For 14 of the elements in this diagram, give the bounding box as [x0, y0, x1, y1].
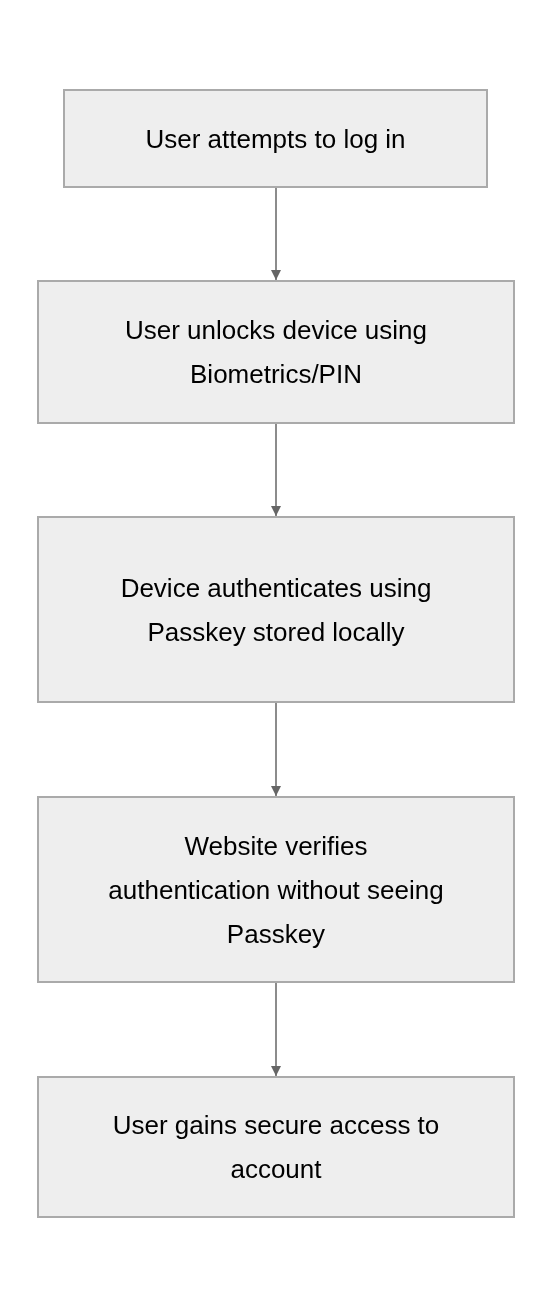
step-text: User unlocks device using Biometrics/PIN — [123, 314, 428, 391]
arrow — [271, 702, 281, 797]
process-box — [37, 796, 515, 983]
process-box — [37, 280, 515, 424]
arrow — [271, 423, 281, 517]
step-text: User attempts to log in — [145, 122, 406, 156]
arrow — [271, 982, 281, 1077]
process-box — [37, 516, 515, 703]
step-text: Website verifies authentication without seeing Passkey — [107, 829, 445, 951]
arrow — [271, 187, 281, 281]
process-box — [37, 1076, 515, 1218]
process-box — [63, 89, 488, 188]
step-text: Device authenticates using Passkey stored locally — [119, 571, 433, 649]
step-text: User gains secure access to account — [111, 1109, 441, 1186]
